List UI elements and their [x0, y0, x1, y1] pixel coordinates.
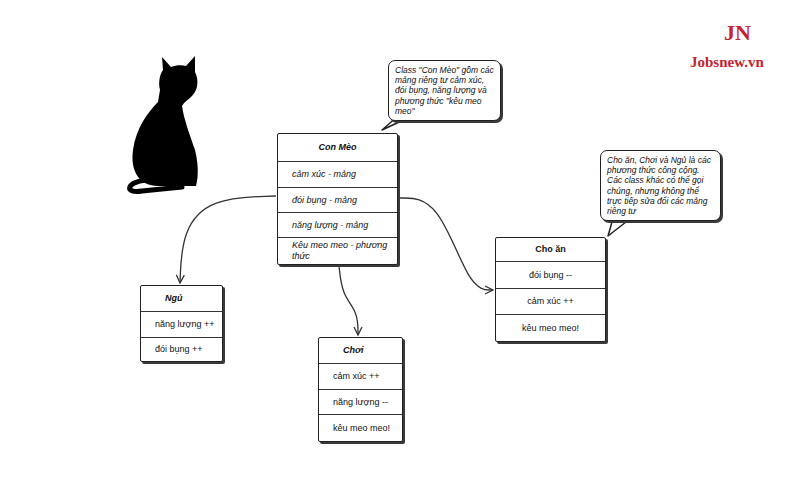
box-row: Cho ăn — [496, 238, 605, 261]
callout-bubble: Class "Con Mèo" gồm các mảng riêng tư cả… — [388, 60, 501, 121]
callout-bubble: Cho ăn, Chơi và Ngủ là các phương thức c… — [600, 150, 721, 221]
callout-text: Cho ăn, Chơi và Ngủ là các phương thức c… — [607, 155, 711, 216]
box-row: cảm xúc ++ — [496, 288, 605, 314]
box-row: Ngủ — [141, 286, 222, 311]
box-row: đói bụng -- — [496, 261, 605, 288]
box-row: cảm xúc - mảng — [278, 161, 397, 187]
cat-silhouette — [130, 56, 198, 191]
method-box: Ngủ năng lượng ++ đói bụng ++ — [140, 285, 223, 362]
callout-text: Class "Con Mèo" gồm các mảng riêng tư cả… — [395, 65, 494, 116]
box-entry: Kêu meo meo - phương thức — [292, 240, 393, 262]
logo-mark: JN — [724, 20, 751, 46]
box-entry: cảm xúc ++ — [333, 371, 380, 382]
box-entry: kêu meo meo! — [522, 323, 579, 334]
box-row: kêu meo meo! — [319, 414, 402, 441]
box-row: kêu meo meo! — [496, 314, 605, 341]
callout-tail — [382, 116, 626, 236]
box-title: Cho ăn — [535, 244, 566, 255]
box-row: năng lượng ++ — [141, 311, 222, 337]
method-box: Chơi cảm xúc ++ năng lượng -- kêu meo meo! — [318, 337, 403, 442]
class-box: Con Mèo cảm xúc - mảng đói bụng - mảng năng… — [277, 133, 398, 265]
box-entry: kêu meo meo! — [333, 423, 390, 434]
box-row: Chơi — [319, 338, 402, 363]
box-entry: đói bụng ++ — [155, 344, 203, 355]
box-row: cảm xúc ++ — [319, 363, 402, 389]
box-title: Con Mèo — [319, 142, 357, 153]
box-row: đói bụng ++ — [141, 337, 222, 361]
box-entry: cảm xúc ++ — [527, 296, 574, 307]
connector-arrow — [180, 196, 276, 283]
box-entry: năng lượng - mảng — [292, 220, 368, 231]
box-row: năng lượng - mảng — [278, 212, 397, 237]
connector-arrow — [399, 198, 493, 290]
box-row: Kêu meo meo - phương thức — [278, 237, 397, 264]
connector-arrow — [339, 266, 358, 335]
box-entry: năng lượng ++ — [155, 319, 214, 330]
box-title: Ngủ — [165, 293, 183, 304]
box-entry: đói bụng -- — [529, 270, 572, 281]
callout-body: Class "Con Mèo" gồm các mảng riêng tư cả… — [395, 65, 494, 116]
callout-body: Cho ăn, Chơi và Ngủ là các phương thức c… — [607, 155, 714, 216]
logo-text: Jobsnew.vn — [690, 54, 764, 71]
method-box: Cho ăn đói bụng -- cảm xúc ++ kêu meo meo! — [495, 237, 606, 342]
box-entry: đói bụng - mảng — [292, 195, 357, 206]
box-entry: năng lượng -- — [333, 397, 388, 408]
box-entry: cảm xúc - mảng — [292, 169, 356, 180]
box-row: Con Mèo — [278, 134, 397, 161]
box-row: năng lượng -- — [319, 389, 402, 414]
box-row: đói bụng - mảng — [278, 187, 397, 212]
box-title: Chơi — [343, 345, 364, 356]
